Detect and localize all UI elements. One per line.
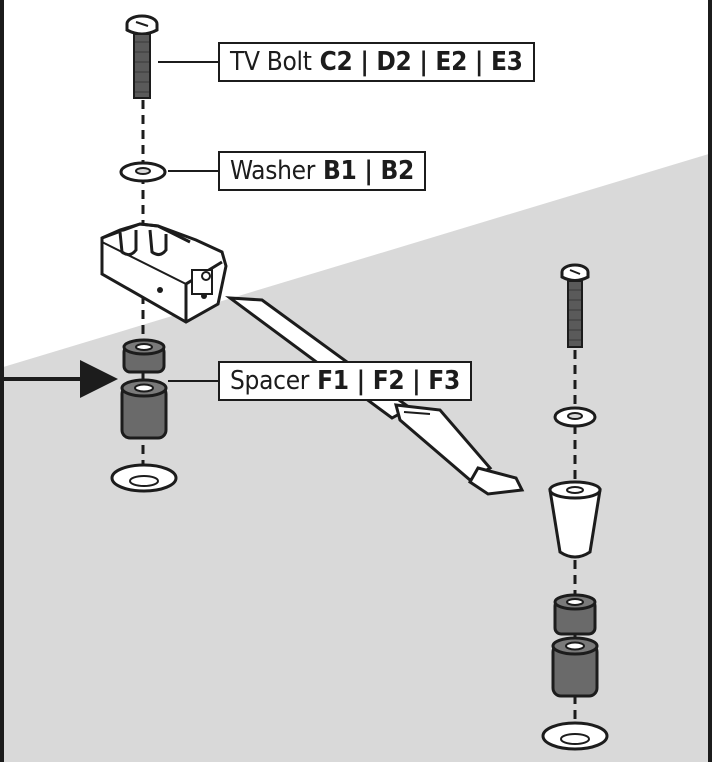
- tv-bolt-icon: [125, 14, 159, 99]
- washer-name: Washer: [230, 156, 316, 186]
- spacer-codes: F1 | F2 | F3: [317, 366, 460, 396]
- washer-icon: [553, 406, 597, 428]
- wall-surface: [0, 153, 712, 762]
- mounting-hole-icon: [110, 463, 178, 493]
- washer-codes: B1 | B2: [323, 156, 414, 186]
- tv-bolt-icon: [560, 263, 590, 348]
- arrow-icon: [4, 360, 118, 398]
- cone-spacer-icon: [548, 480, 602, 559]
- tv-bolt-codes: C2 | D2 | E2 | E3: [319, 47, 523, 77]
- spacer-icon: [120, 338, 168, 440]
- tv-bolt-name: TV Bolt: [230, 47, 312, 77]
- spacer-name: Spacer: [230, 366, 310, 396]
- mounting-hole-icon: [541, 721, 609, 751]
- spacer-icon: [551, 593, 599, 698]
- washer-icon: [119, 161, 167, 183]
